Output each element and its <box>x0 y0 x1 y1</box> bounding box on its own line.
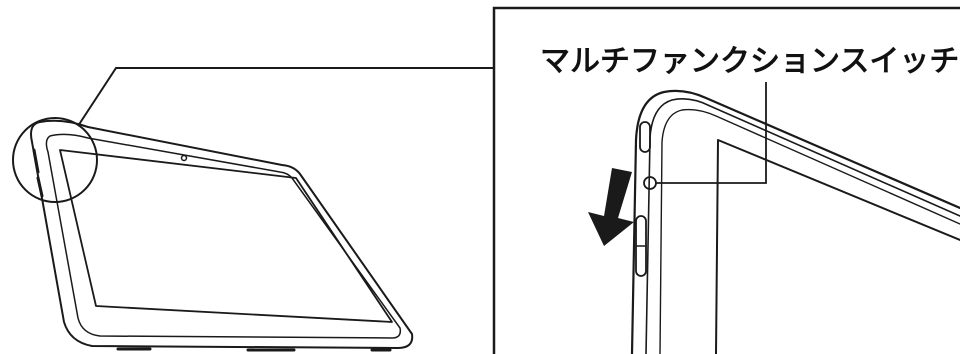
side-button <box>36 176 44 198</box>
side-button <box>32 148 40 174</box>
arrow-down-icon <box>588 168 634 246</box>
tablet-bezel-line <box>45 133 402 339</box>
callout-leader-line <box>655 82 767 184</box>
zoom-circle <box>12 117 98 203</box>
corner-edge-3 <box>659 108 960 354</box>
tablet-screen <box>59 149 393 323</box>
camera-icon <box>180 154 188 162</box>
tablet-overview <box>12 117 414 352</box>
corner-edge-2 <box>645 98 960 354</box>
detail-frame <box>492 6 960 354</box>
corner-outer-edge <box>630 89 960 354</box>
upper-side-button <box>639 121 651 153</box>
multifunction-switch-label: マルチファンクションスイッチ <box>540 44 960 79</box>
tablet-outer-edge <box>30 119 414 349</box>
corner-screen-edge <box>715 139 960 354</box>
connector-line <box>77 67 494 127</box>
tablet-corner-detail <box>492 6 960 354</box>
